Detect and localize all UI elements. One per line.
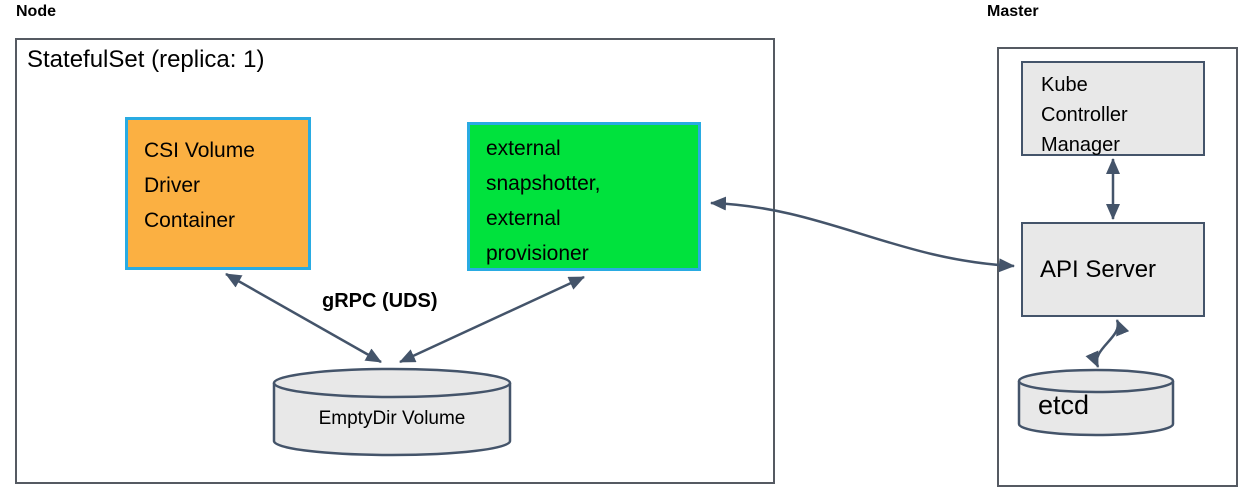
kube-controller-manager-box: Kube Controller Manager — [1021, 61, 1205, 156]
csi-volume-driver-box: CSI Volume Driver Container — [125, 117, 311, 270]
master-section-label: Master — [987, 3, 1039, 20]
node-section-label: Node — [16, 3, 56, 20]
api-server-box: API Server — [1021, 222, 1205, 317]
grpc-uds-label: gRPC (UDS) — [322, 290, 438, 312]
etcd-label: etcd — [1038, 390, 1090, 420]
emptydir-volume-label: EmptyDir Volume — [318, 408, 466, 429]
external-sidecars-box: external snapshotter, external provision… — [467, 122, 701, 271]
statefulset-title: StatefulSet (replica: 1) — [27, 46, 265, 73]
